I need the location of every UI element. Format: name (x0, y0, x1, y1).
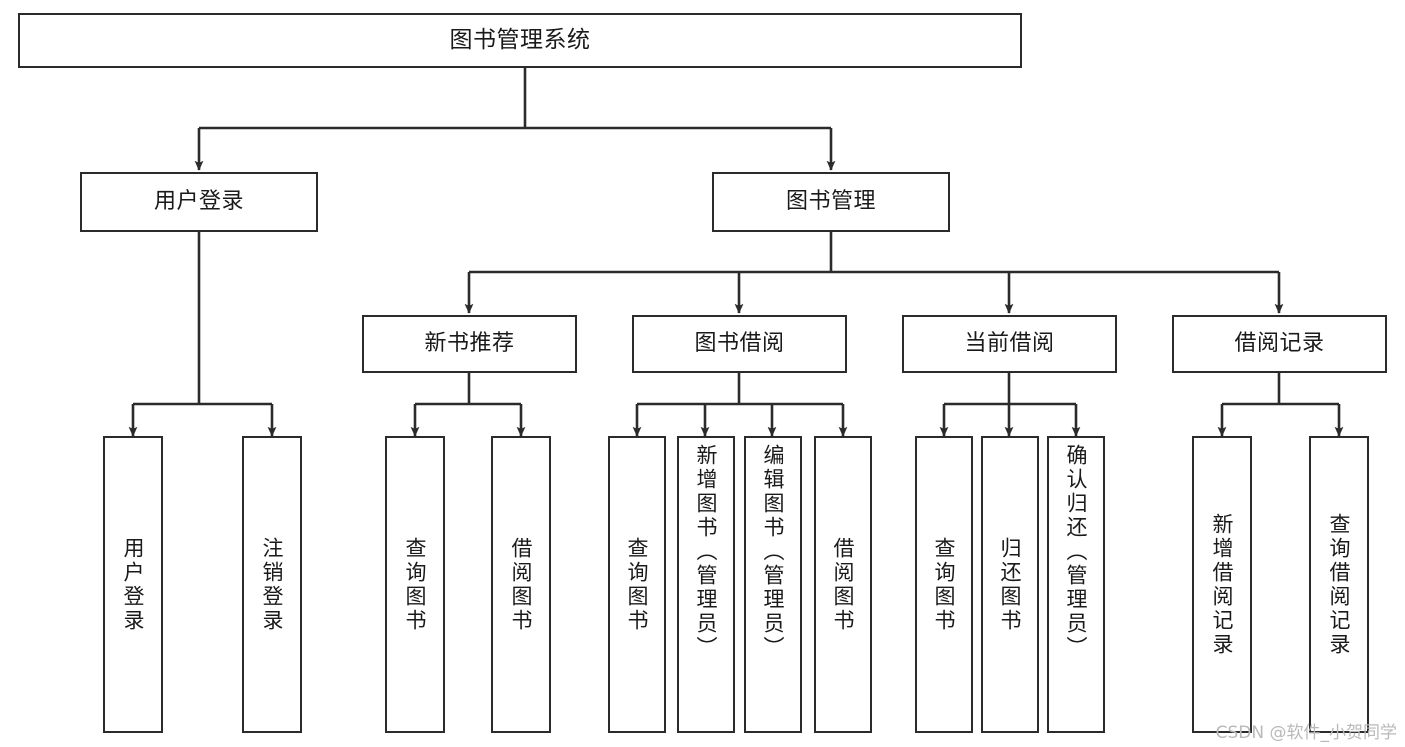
node-label: 查询图书 (932, 536, 957, 633)
node-user-login[interactable]: 用户登录 (80, 172, 318, 232)
node-label: 当前借阅 (964, 330, 1055, 356)
leaf-logout[interactable]: 注销登录 (242, 436, 302, 733)
node-label: 新书推荐 (424, 330, 515, 356)
watermark: CSDN @软件_小贺同学 (1215, 723, 1397, 743)
node-label: 确认归还（管理员） (1064, 444, 1089, 660)
leaf-query-book-new[interactable]: 查询图书 (385, 436, 445, 733)
node-new-book-recommend[interactable]: 新书推荐 (362, 315, 577, 373)
leaf-add-book-admin[interactable]: 新增图书（管理员） (677, 436, 735, 733)
node-label: 借阅图书 (831, 536, 856, 633)
node-label: 图书借阅 (694, 330, 785, 356)
leaf-add-borrow-record[interactable]: 新增借阅记录 (1192, 436, 1252, 733)
leaf-query-book-borrow[interactable]: 查询图书 (608, 436, 666, 733)
leaf-borrow-book[interactable]: 借阅图书 (814, 436, 872, 733)
node-label: 用户登录 (121, 536, 146, 633)
leaf-return-book[interactable]: 归还图书 (981, 436, 1039, 733)
leaf-user-login[interactable]: 用户登录 (103, 436, 163, 733)
node-label: 新增图书（管理员） (694, 444, 719, 660)
node-current-borrow[interactable]: 当前借阅 (902, 315, 1117, 373)
leaf-query-book-current[interactable]: 查询图书 (915, 436, 973, 733)
node-label: 查询图书 (625, 536, 650, 633)
leaf-edit-book-admin[interactable]: 编辑图书（管理员） (744, 436, 802, 733)
node-label: 借阅记录 (1234, 330, 1325, 356)
node-label: 注销登录 (260, 536, 285, 633)
node-book-management[interactable]: 图书管理 (712, 172, 950, 232)
node-borrow-record[interactable]: 借阅记录 (1172, 315, 1387, 373)
node-label: 借阅图书 (509, 536, 534, 633)
node-label: 归还图书 (998, 536, 1023, 633)
node-label: 图书管理 (785, 188, 876, 214)
node-label: 查询图书 (403, 536, 428, 633)
node-label: 新增借阅记录 (1210, 512, 1235, 657)
node-label: 查询借阅记录 (1327, 512, 1352, 657)
leaf-borrow-book-new[interactable]: 借阅图书 (491, 436, 551, 733)
node-label: 用户登录 (153, 188, 244, 214)
node-label: 图书管理系统 (449, 26, 591, 53)
node-book-borrow[interactable]: 图书借阅 (632, 315, 847, 373)
node-root-system[interactable]: 图书管理系统 (18, 13, 1022, 68)
leaf-confirm-return-admin[interactable]: 确认归还（管理员） (1047, 436, 1105, 733)
leaf-query-borrow-record[interactable]: 查询借阅记录 (1309, 436, 1369, 733)
node-label: 编辑图书（管理员） (761, 444, 786, 660)
